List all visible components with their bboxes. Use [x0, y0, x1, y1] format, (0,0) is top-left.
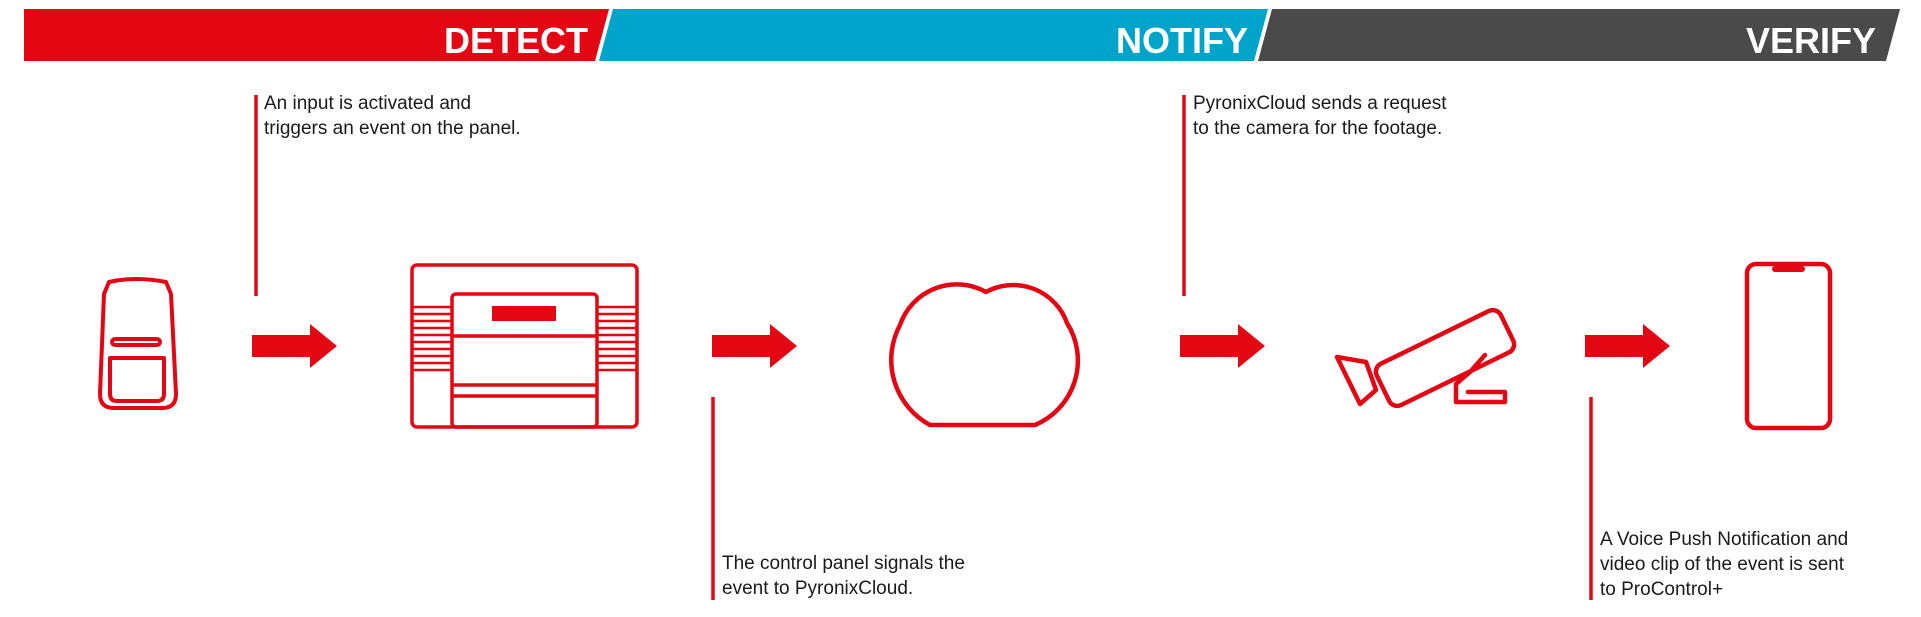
caption-line: PyronixCloud sends a request [1193, 93, 1447, 114]
arrow-right-icon [1180, 324, 1265, 368]
smartphone-icon [1744, 261, 1833, 431]
control-panel-icon [410, 263, 639, 429]
stage-detect-label: DETECT [444, 20, 588, 61]
caption-line: event to PyronixCloud. [722, 578, 914, 599]
caption-line: A Voice Push Notification and [1600, 529, 1849, 550]
vent-right [597, 305, 637, 372]
stage-notify-bar [599, 9, 1268, 61]
caption-line: An input is activated and [264, 93, 472, 114]
caption-input-activated: An input is activated and triggers an ev… [264, 91, 521, 141]
cloud-icon [889, 282, 1081, 428]
caption-cloud-request: PyronixCloud sends a request to the came… [1193, 91, 1446, 141]
stage-banner: DETECT NOTIFY VERIFY [24, 9, 1900, 61]
flow-arrows [252, 324, 1670, 368]
stage-verify-label: VERIFY [1746, 20, 1876, 61]
arrow-right-icon [1585, 324, 1670, 368]
caption-line: video clip of the event is sent [1600, 554, 1844, 575]
caption-line: to ProControl+ [1600, 579, 1724, 600]
stage-detect-bar [24, 9, 609, 61]
arrow-right-icon [712, 324, 797, 368]
caption-line: to the camera for the footage. [1193, 118, 1443, 139]
caption-push-notification: A Voice Push Notification and video clip… [1600, 527, 1848, 602]
cctv-camera-icon [1334, 307, 1517, 409]
stage-verify-bar [1258, 9, 1900, 61]
motion-detector-icon [98, 277, 178, 410]
caption-connectors [254, 95, 1593, 600]
caption-line: The control panel signals the [722, 553, 965, 574]
caption-panel-signals: The control panel signals the event to P… [722, 551, 965, 601]
stage-notify-label: NOTIFY [1116, 20, 1248, 61]
vent-left [412, 305, 452, 372]
caption-line: triggers an event on the panel. [264, 118, 521, 139]
arrow-right-icon [252, 324, 337, 368]
